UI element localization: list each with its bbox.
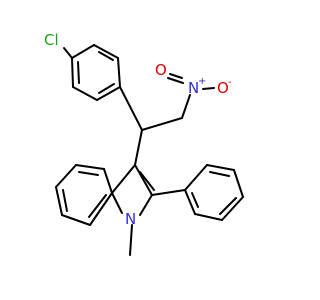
skeletal-bonds [55,44,244,256]
chlorine-atom-label: Cl [44,31,59,49]
nitro-oxygen-double-label: O [155,61,167,79]
nitrogen-charge: + [198,76,206,87]
nitro-oxygen-single-label: O [217,79,229,97]
nitro-nitrogen-label: N [188,79,199,97]
oxygen-charge: - [228,77,232,88]
molecule-structure: Cl N + O O - N [44,31,244,256]
indole-nitrogen-label: N [125,210,136,228]
